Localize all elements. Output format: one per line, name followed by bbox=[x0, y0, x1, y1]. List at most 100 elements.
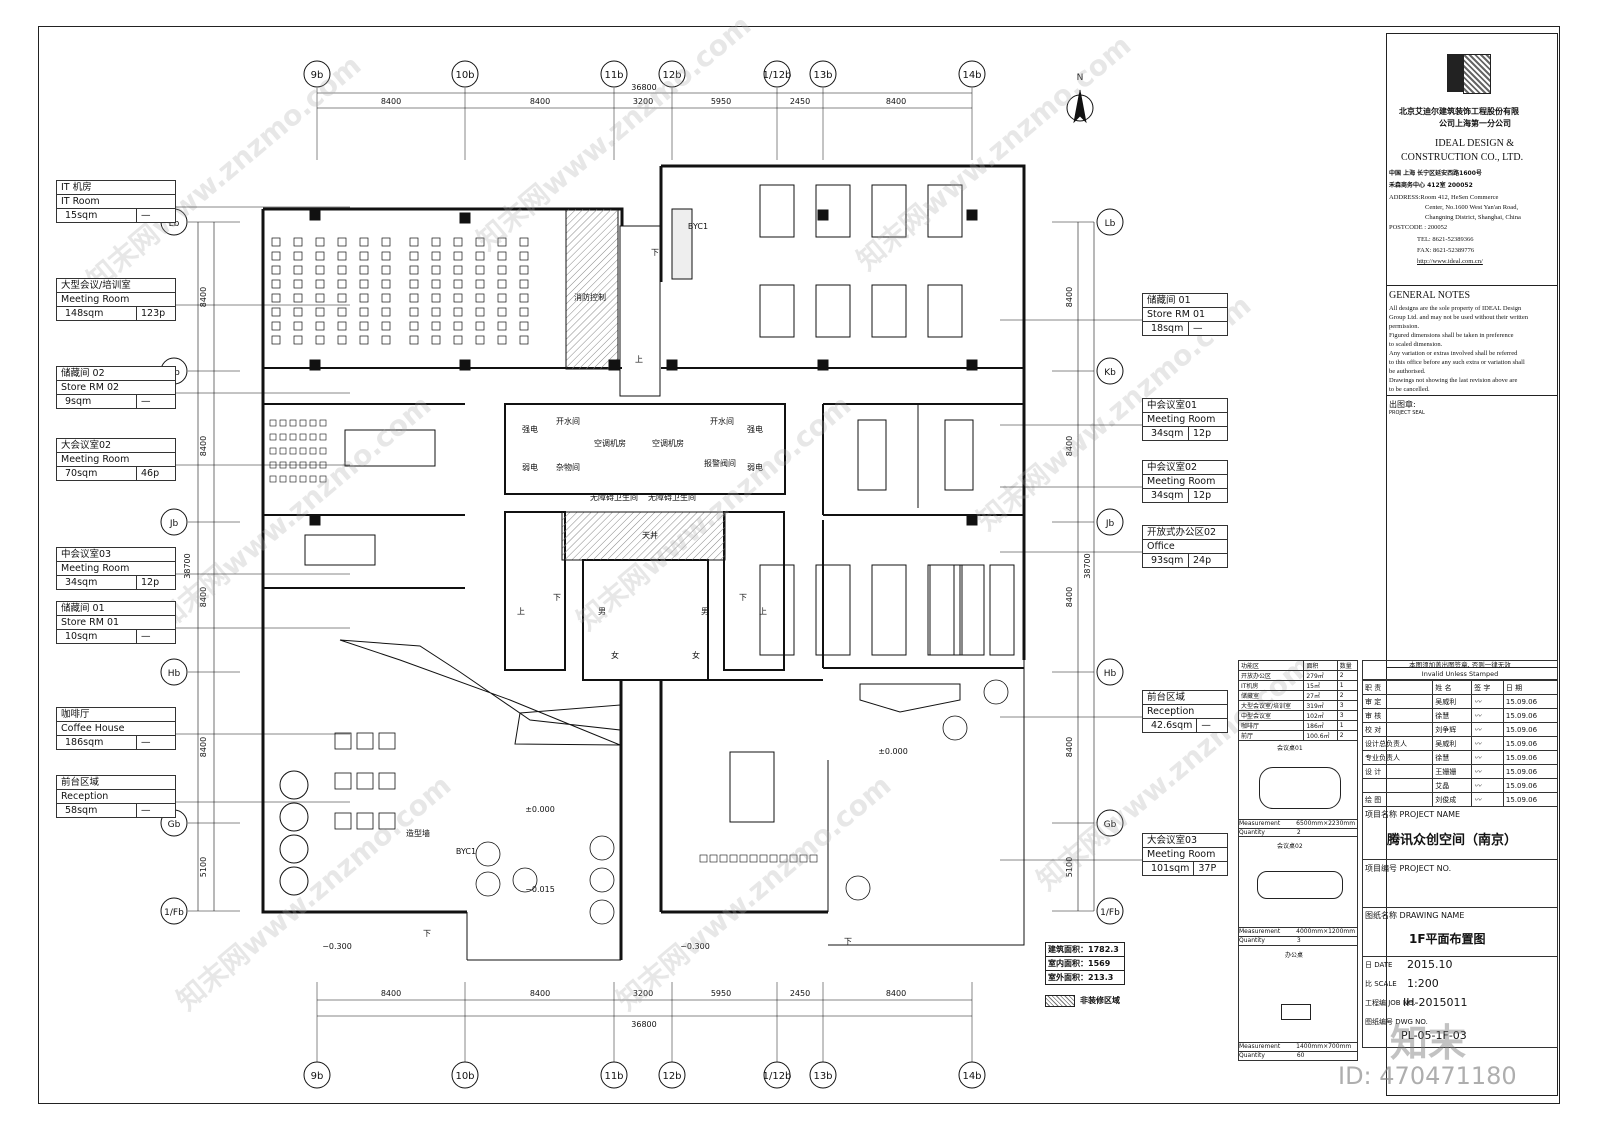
address-3: Changning District, Shanghai, China bbox=[1425, 214, 1521, 221]
office-desk bbox=[759, 284, 795, 338]
room-label: BYC1 bbox=[456, 847, 476, 856]
note-line: to scaled dimension. bbox=[1389, 341, 1443, 348]
chair bbox=[309, 433, 317, 441]
office-desk bbox=[759, 564, 795, 656]
room-name-en: Office bbox=[1143, 540, 1227, 554]
dimension-total: 36800 bbox=[631, 1020, 656, 1029]
structural-column bbox=[817, 359, 829, 371]
chair bbox=[293, 237, 303, 247]
terrace-edge bbox=[828, 770, 1025, 946]
chair bbox=[381, 279, 391, 289]
sig-name: 徐慧 bbox=[1432, 750, 1473, 765]
grid-bubble-top bbox=[763, 60, 791, 88]
sig-name: 吴威利 bbox=[1432, 736, 1473, 751]
sofa-seat bbox=[378, 772, 396, 790]
chair bbox=[289, 419, 297, 427]
ramp-feature bbox=[339, 639, 621, 746]
room-capacity: — bbox=[141, 396, 151, 407]
room-capacity: 24p bbox=[1193, 555, 1212, 566]
room-name: 储藏间 01 bbox=[1143, 294, 1227, 308]
chair bbox=[315, 293, 325, 303]
room-name-en: Store RM 02 bbox=[57, 381, 175, 395]
room-capacity: — bbox=[141, 210, 151, 221]
sofa-seat bbox=[356, 772, 374, 790]
room-name-en: Meeting Room bbox=[57, 293, 175, 307]
quantity-label-1: Quantity bbox=[1239, 829, 1265, 836]
chair bbox=[759, 854, 768, 863]
room-name: 储藏间 01 bbox=[57, 602, 175, 616]
note-line: Drawings not showing the last revision a… bbox=[1389, 377, 1518, 384]
dimension-text: 8400 bbox=[1065, 737, 1074, 757]
room-name: 大型会议/培训室 bbox=[57, 279, 175, 293]
chair bbox=[431, 321, 441, 331]
chair bbox=[519, 251, 529, 261]
watermark: 知末网www.znzmo.com bbox=[80, 49, 367, 297]
chair bbox=[381, 321, 391, 331]
chair bbox=[431, 251, 441, 261]
note-line: to this office before any such extra or … bbox=[1389, 359, 1525, 366]
sofa-seat bbox=[356, 732, 374, 750]
measure-3: 1400mm×700mm bbox=[1296, 1043, 1352, 1050]
drawing-name-label: 图纸名称 DRAWING NAME bbox=[1365, 911, 1465, 920]
sig-name: 艾晶 bbox=[1432, 778, 1473, 793]
grid-label-left: Jb bbox=[169, 519, 179, 529]
room-label: 弱电 bbox=[747, 462, 763, 472]
grid-bubble-top bbox=[303, 60, 331, 88]
chair bbox=[409, 265, 419, 275]
room-area: 101sqm bbox=[1147, 862, 1195, 875]
area-cell: 大型会议室/培训室 bbox=[1237, 700, 1305, 711]
grid-label-left: Lb bbox=[169, 219, 180, 229]
room-label: 上 bbox=[517, 607, 525, 616]
chair bbox=[271, 321, 281, 331]
area-cell: 186㎡ bbox=[1303, 720, 1338, 731]
room-label: 女 bbox=[611, 650, 619, 660]
tree-icon bbox=[845, 875, 871, 901]
date-value: 2015.10 bbox=[1407, 958, 1453, 971]
chair bbox=[359, 265, 369, 275]
office-desk bbox=[759, 284, 795, 338]
area-cell: 27㎡ bbox=[1303, 690, 1338, 701]
seal-sub: PROJECT SEAL bbox=[1389, 410, 1425, 416]
office-desk bbox=[927, 184, 963, 238]
quantity-label-3: Quantity bbox=[1239, 1052, 1265, 1059]
address-1: ADDRESS:Room 412, HeSen Commerce bbox=[1389, 194, 1499, 201]
fire-control-room bbox=[565, 208, 619, 370]
room-area: 58sqm bbox=[61, 804, 137, 817]
chair bbox=[269, 475, 277, 483]
room-label: 男 bbox=[701, 607, 709, 616]
sig-role: 审 核 bbox=[1361, 708, 1434, 723]
chair bbox=[359, 279, 369, 289]
room-area: 15sqm bbox=[61, 209, 137, 222]
chair bbox=[337, 321, 347, 331]
chair bbox=[409, 237, 419, 247]
room-capacity: 46p bbox=[141, 468, 160, 479]
office-desk bbox=[815, 564, 851, 656]
watermark: 知末网www.znzmo.com bbox=[610, 769, 897, 1017]
sig-date: 15.09.06 bbox=[1502, 764, 1559, 779]
quantity-3: 60 bbox=[1296, 1052, 1305, 1059]
dimension-text: 5950 bbox=[711, 989, 731, 998]
note-line: Any variation or extras involved shall b… bbox=[1389, 350, 1518, 357]
chair bbox=[453, 237, 463, 247]
measure-label-2: Measurement bbox=[1239, 928, 1281, 935]
room-name: 储藏间 02 bbox=[57, 367, 175, 381]
chair bbox=[271, 293, 281, 303]
sig-header: 职 责 bbox=[1361, 680, 1434, 695]
room-area: 34sqm bbox=[1147, 427, 1189, 440]
job-label: 工程编 JOB NO. bbox=[1365, 999, 1416, 1007]
structural-column bbox=[309, 209, 321, 221]
dimension-total: 38700 bbox=[183, 553, 192, 578]
grid-label-bottom: 1/12b bbox=[763, 1071, 792, 1082]
company-name-cn-1: 北京艾迪尔建筑装饰工程股份有限 bbox=[1399, 107, 1519, 116]
dimension-text: 8400 bbox=[199, 436, 208, 456]
area-cell: 1 bbox=[1336, 720, 1359, 731]
structural-column bbox=[817, 209, 829, 221]
sig-name: 刘俊成 bbox=[1432, 792, 1473, 807]
chair bbox=[337, 237, 347, 247]
dimension-text: 5950 bbox=[711, 97, 731, 106]
room-label: ±0.000 bbox=[525, 805, 555, 814]
signature-icon: 〰 bbox=[1471, 736, 1504, 751]
